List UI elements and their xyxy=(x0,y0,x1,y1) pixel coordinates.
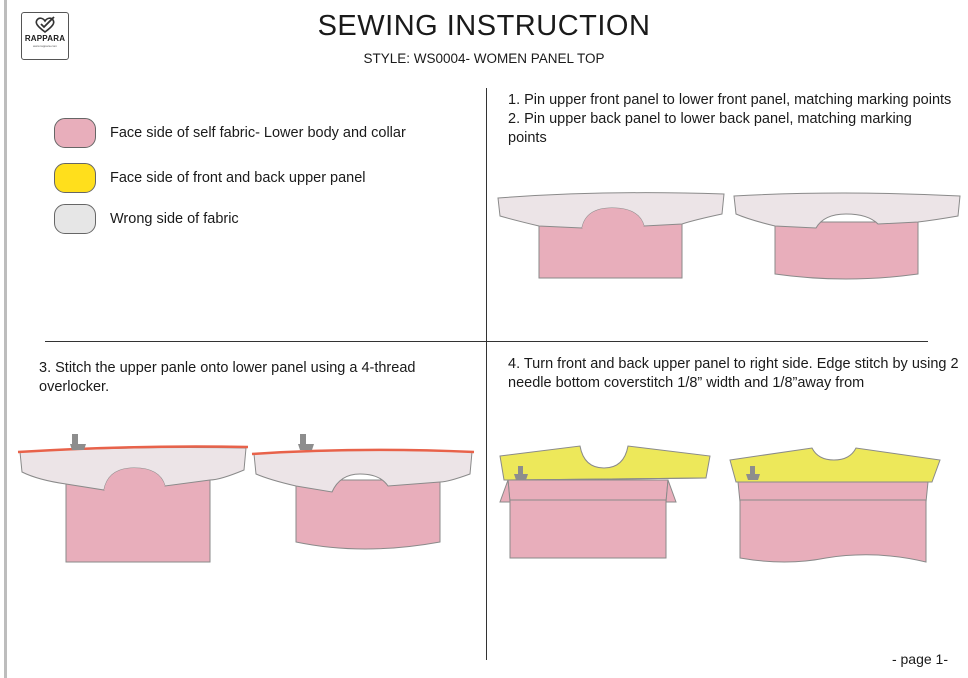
upper-back-panel-yellow xyxy=(729,447,941,483)
neckline xyxy=(104,468,165,490)
logo-subtext: www.rappara.com xyxy=(32,44,57,48)
heart-check-icon xyxy=(35,16,55,34)
needle-foot-icon xyxy=(514,466,528,480)
needle-foot-icon xyxy=(70,434,86,450)
legend-label: Wrong side of fabric xyxy=(110,211,239,227)
illustration-back-coverstitched xyxy=(729,447,941,563)
legend-item-self-fabric: Face side of self fabric- Lower body and… xyxy=(54,118,406,148)
upper-front-panel-yellow xyxy=(499,445,711,481)
style-line: STYLE: WS0004- WOMEN PANEL TOP xyxy=(363,51,605,66)
step-4-paragraph: 4. Turn front and back upper panel to ri… xyxy=(508,356,959,391)
upper-back-panel-wrong-side xyxy=(733,192,961,229)
page-title: SEWING INSTRUCTION xyxy=(317,10,651,42)
step-2-text: 2. Pin upper back panel to lower back pa… xyxy=(508,111,912,146)
legend-item-wrong-side: Wrong side of fabric xyxy=(54,204,239,234)
step-1-text: 1. Pin upper front panel to lower front … xyxy=(508,92,952,108)
brand-logo: RAPPARA www.rappara.com xyxy=(21,12,69,60)
legend-item-upper-panel: Face side of front and back upper panel xyxy=(54,163,366,193)
lower-front-panel xyxy=(65,479,211,563)
coverstitch-line xyxy=(503,477,707,481)
lower-back-panel xyxy=(774,221,919,280)
logo-text: RAPPARA xyxy=(24,34,66,43)
needle-foot-icon xyxy=(746,466,760,480)
overlock-seam xyxy=(251,448,475,456)
step-4-text: 4. Turn front and back upper panel to ri… xyxy=(508,355,966,393)
illustration-front-overlocked xyxy=(17,434,249,563)
lower-front-panel xyxy=(509,499,667,559)
lower-sleeve-band xyxy=(737,481,929,503)
legend-label: Face side of front and back upper panel xyxy=(110,170,366,186)
legend-label: Face side of self fabric- Lower body and… xyxy=(110,125,406,141)
vertical-divider xyxy=(486,88,487,660)
step-3-text: 3. Stitch the upper panle onto lower pan… xyxy=(39,359,459,397)
illustration-back-pinned xyxy=(733,192,961,280)
legend-swatch-grey xyxy=(54,204,96,234)
lower-back-panel xyxy=(739,499,927,563)
sleeve-edges xyxy=(499,479,677,503)
illustration-back-overlocked xyxy=(251,434,475,550)
step-3-paragraph: 3. Stitch the upper panle onto lower pan… xyxy=(39,360,416,395)
neckline xyxy=(582,208,644,228)
lower-back-panel xyxy=(295,479,441,550)
overlock-seam xyxy=(17,445,249,454)
lower-sleeve-band xyxy=(507,479,669,503)
page-number: - page 1- xyxy=(891,651,948,667)
needle-foot-icon xyxy=(298,434,314,450)
step-1-2-text: 1. Pin upper front panel to lower front … xyxy=(508,91,953,148)
legend-swatch-pink xyxy=(54,118,96,148)
illustration-front-pinned xyxy=(497,192,725,279)
legend-swatch-yellow xyxy=(54,163,96,193)
lower-front-panel xyxy=(538,221,683,279)
illustration-front-coverstitched xyxy=(499,445,711,559)
page-edge xyxy=(4,0,7,678)
